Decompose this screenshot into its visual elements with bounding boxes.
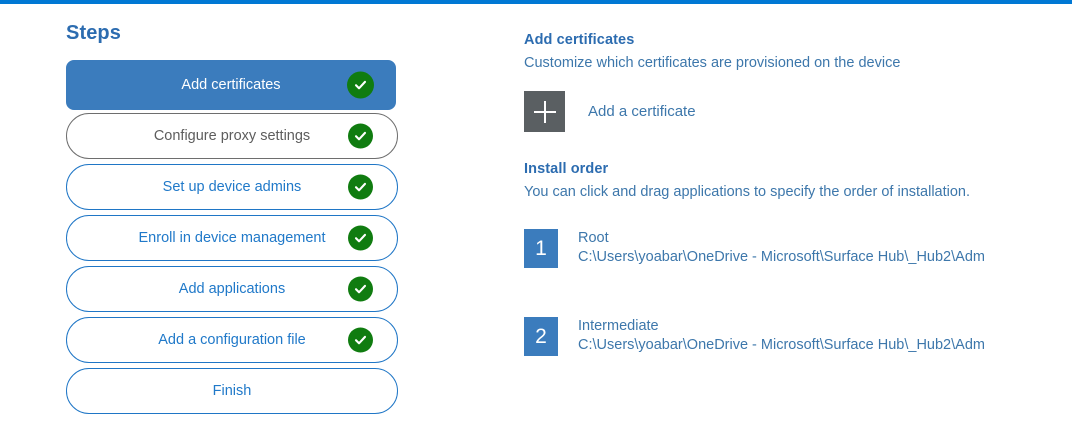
check-circle-icon bbox=[348, 327, 373, 353]
step-button-add-a-configuration-file[interactable]: Add a configuration file bbox=[66, 317, 398, 363]
add-certificates-heading: Add certificates bbox=[524, 32, 635, 48]
check-circle-icon bbox=[348, 123, 373, 149]
accent-top-bar bbox=[0, 0, 1072, 4]
steps-title: Steps bbox=[66, 22, 121, 44]
order-number-badge: 1 bbox=[524, 229, 558, 268]
step-label: Add certificates bbox=[181, 77, 281, 93]
order-item-name: Root bbox=[578, 230, 609, 246]
order-item-name: Intermediate bbox=[578, 318, 659, 334]
add-certificates-subtitle: Customize which certificates are provisi… bbox=[524, 55, 901, 71]
step-label: Set up device admins bbox=[162, 179, 302, 195]
step-button-finish[interactable]: Finish bbox=[66, 368, 398, 414]
step-label: Enroll in device management bbox=[138, 230, 326, 246]
step-button-enroll-in-device-management[interactable]: Enroll in device management bbox=[66, 215, 398, 261]
order-item-path: C:\Users\yoabar\OneDrive - Microsoft\Sur… bbox=[578, 249, 985, 265]
plus-vertical-bar bbox=[543, 100, 546, 123]
check-circle-icon bbox=[348, 174, 373, 200]
step-button-configure-proxy-settings[interactable]: Configure proxy settings bbox=[66, 113, 398, 159]
step-label: Add a configuration file bbox=[158, 332, 306, 348]
order-number-badge: 2 bbox=[524, 317, 558, 356]
step-button-set-up-device-admins[interactable]: Set up device admins bbox=[66, 164, 398, 210]
check-circle-icon bbox=[348, 276, 373, 302]
step-label: Configure proxy settings bbox=[153, 128, 311, 144]
step-label: Finish bbox=[212, 383, 252, 399]
check-circle-icon bbox=[348, 225, 373, 251]
detail-panel: Add certificates Customize which certifi… bbox=[524, 31, 1072, 405]
install-order-block: Install order You can click and drag app… bbox=[524, 160, 1072, 201]
step-label: Add applications bbox=[178, 281, 286, 297]
plus-glyph bbox=[533, 100, 556, 123]
check-circle-icon bbox=[347, 71, 374, 99]
plus-icon[interactable] bbox=[524, 91, 565, 132]
order-item-path: C:\Users\yoabar\OneDrive - Microsoft\Sur… bbox=[578, 337, 985, 353]
step-button-add-certificates[interactable]: Add certificates bbox=[66, 60, 396, 110]
install-order-description: You can click and drag applications to s… bbox=[524, 184, 971, 200]
add-certificate-row[interactable]: Add a certificate bbox=[524, 91, 1072, 132]
step-button-add-applications[interactable]: Add applications bbox=[66, 266, 398, 312]
install-order-heading: Install order bbox=[524, 161, 609, 177]
add-certificate-label[interactable]: Add a certificate bbox=[588, 102, 696, 120]
